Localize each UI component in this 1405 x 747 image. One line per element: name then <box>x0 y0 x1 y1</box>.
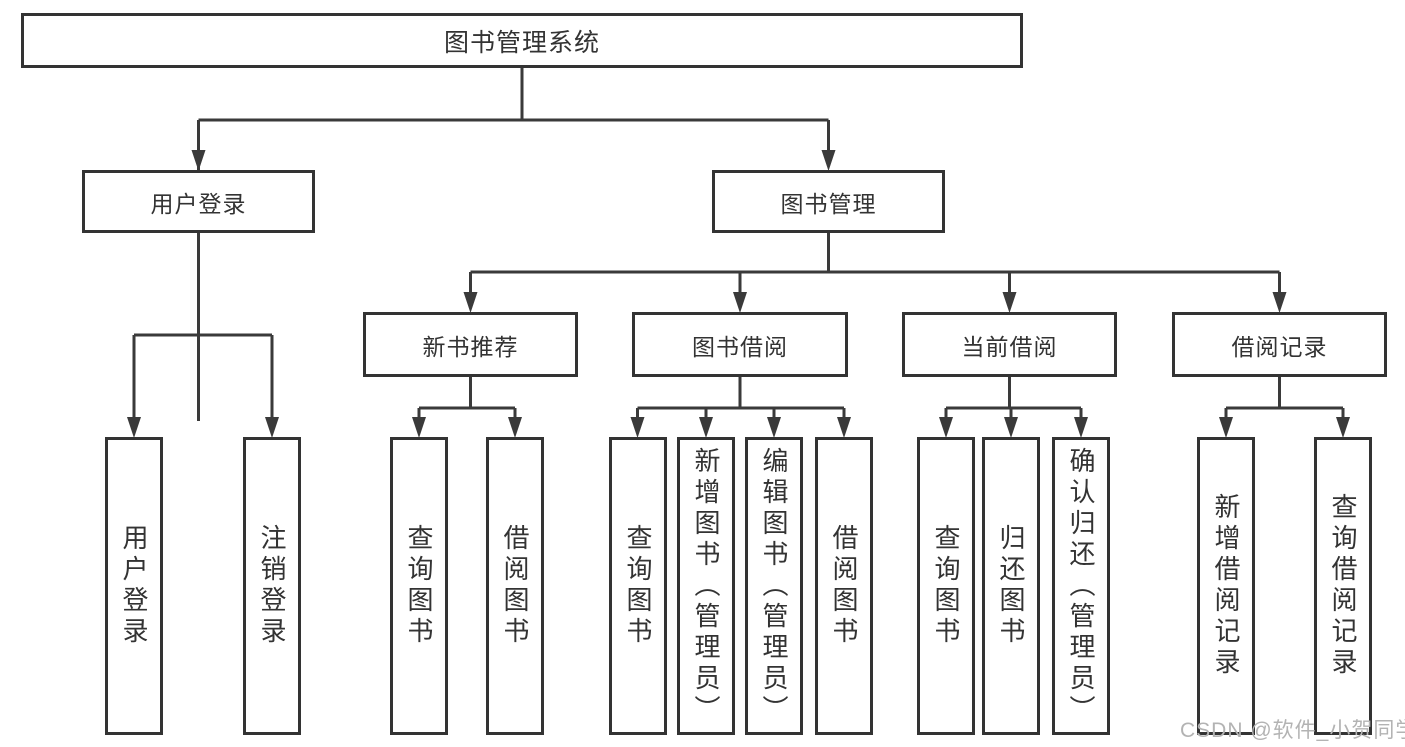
node-label: 图书管理系统 <box>443 28 600 57</box>
csdn-watermark: CSDN @软件_小贺同学 <box>1180 719 1405 742</box>
leaf-query-borrow-record: 查询借阅记录 <box>1314 437 1372 735</box>
leaf-query-books-3: 查询图书 <box>917 437 975 735</box>
leaf-user-login: 用户登录 <box>105 437 163 735</box>
leaf-return-book: 归还图书 <box>982 437 1040 735</box>
node-label: 查询图书 <box>931 524 961 648</box>
node-label: 确认归还（管理员） <box>1066 446 1096 726</box>
node-label: 新增借阅记录 <box>1211 493 1241 679</box>
node-label: 查询借阅记录 <box>1328 493 1358 679</box>
node-label: 图书借阅 <box>692 333 788 360</box>
leaf-add-borrow-record: 新增借阅记录 <box>1197 437 1255 735</box>
node-label: 新书推荐 <box>422 333 519 360</box>
node-book-borrow: 图书借阅 <box>632 312 848 377</box>
leaf-query-books-1: 查询图书 <box>390 437 448 735</box>
leaf-add-book-admin: 新增图书（管理员） <box>677 437 735 735</box>
node-borrow-records: 借阅记录 <box>1172 312 1387 377</box>
node-label: 当前借阅 <box>961 333 1058 360</box>
leaf-logout: 注销登录 <box>243 437 301 735</box>
node-current-borrow: 当前借阅 <box>902 312 1117 377</box>
node-new-book-recommend: 新书推荐 <box>363 312 578 377</box>
node-user-login: 用户登录 <box>82 170 315 233</box>
node-label: 归还图书 <box>996 524 1026 648</box>
node-label: 借阅记录 <box>1231 333 1328 360</box>
node-label: 图书管理 <box>780 190 877 217</box>
node-label: 借阅图书 <box>829 524 859 648</box>
node-label: 查询图书 <box>623 524 653 648</box>
leaf-query-books-2: 查询图书 <box>609 437 667 735</box>
node-label: 编辑图书（管理员） <box>759 446 789 726</box>
node-label: 注销登录 <box>257 524 287 648</box>
node-library-management-system: 图书管理系统 <box>21 13 1023 68</box>
node-book-management: 图书管理 <box>712 170 945 233</box>
leaf-edit-book-admin: 编辑图书（管理员） <box>745 437 803 735</box>
node-label: 新增图书（管理员） <box>691 446 721 726</box>
node-label: 借阅图书 <box>500 524 530 648</box>
leaf-confirm-return-admin: 确认归还（管理员） <box>1052 437 1110 735</box>
node-label: 用户登录 <box>119 524 149 648</box>
node-label: 用户登录 <box>150 190 247 217</box>
node-label: 查询图书 <box>404 524 434 648</box>
leaf-borrow-books-2: 借阅图书 <box>815 437 873 735</box>
leaf-borrow-books-1: 借阅图书 <box>486 437 544 735</box>
